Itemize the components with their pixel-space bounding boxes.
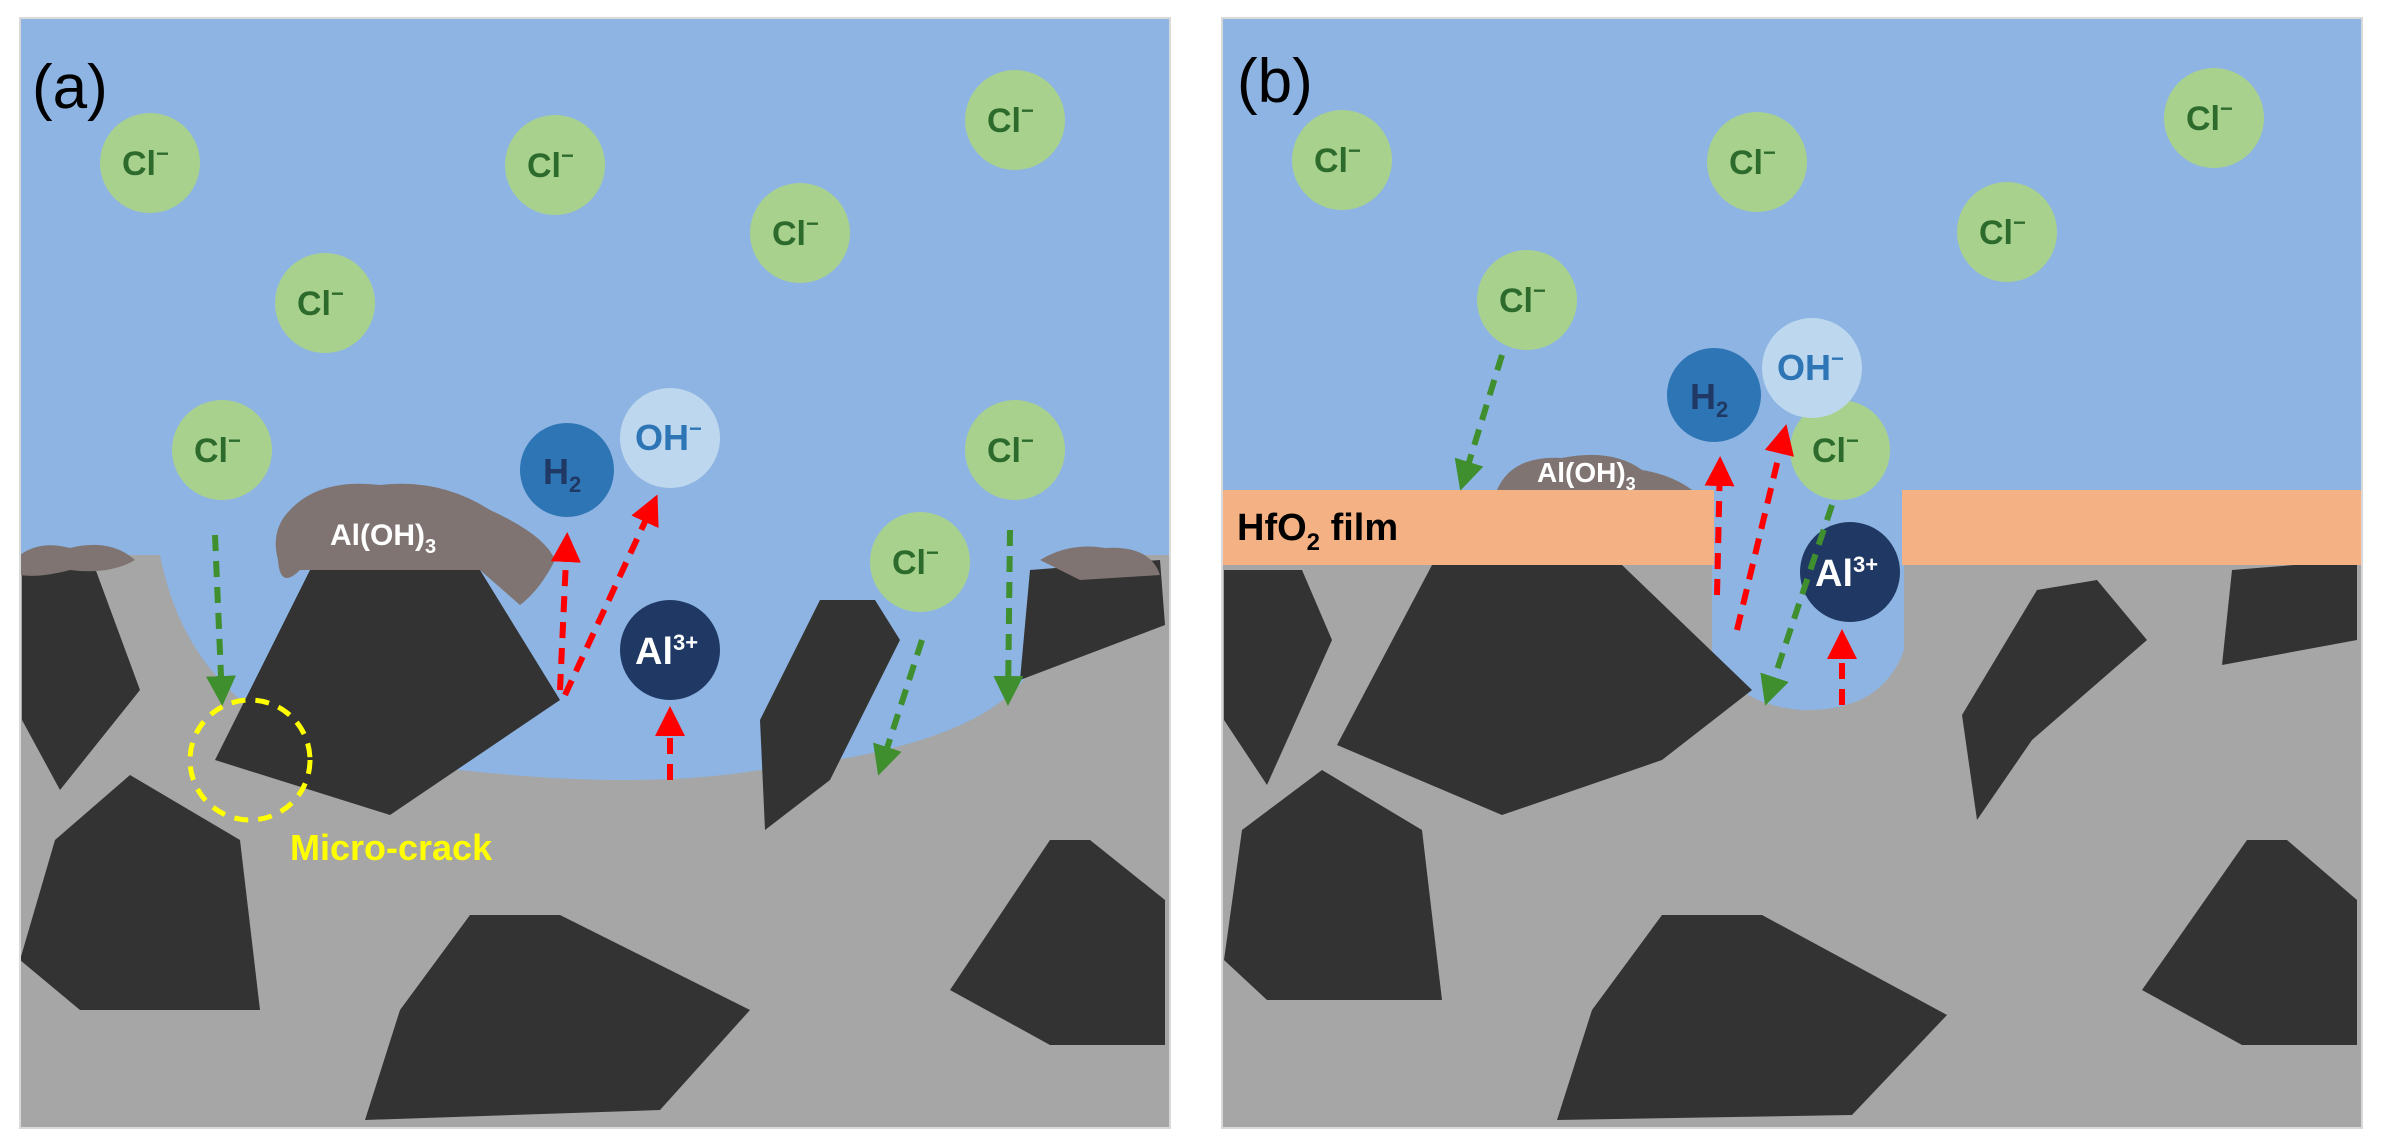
chloride-ion: Cl− [870, 512, 970, 612]
corrosion-products [20, 483, 1160, 605]
svg-text:OH−: OH− [635, 416, 702, 458]
panel-frame [19, 17, 1171, 1129]
hydrogen-molecule: H2 [520, 423, 614, 517]
red-arrow [562, 494, 659, 697]
particle [20, 775, 260, 1010]
svg-text:Cl−: Cl− [1812, 428, 1859, 470]
svg-text:Cl−: Cl− [987, 428, 1034, 470]
panel-a-diagram: Al(OH)3 Micro-crack (a) Cl− Cl− Cl− Cl− … [19, 17, 1171, 1129]
chloride-ion: Cl− [2164, 68, 2264, 168]
green-arrows [205, 529, 1024, 776]
particle [1337, 565, 1752, 815]
particle [1224, 570, 1332, 785]
particle [22, 568, 140, 790]
chloride-ion: Cl− [1477, 250, 1577, 350]
svg-text:Cl−: Cl− [1979, 210, 2026, 252]
green-arrow [1454, 354, 1505, 491]
svg-text:Cl−: Cl− [1729, 140, 1776, 182]
corrosion-deposit [1497, 454, 1692, 490]
chloride-ion: Cl− [1957, 182, 2057, 282]
svg-text:H2: H2 [543, 451, 581, 497]
svg-text:Al3+: Al3+ [635, 630, 698, 673]
reinforcement-particles [1224, 560, 2357, 1120]
film-segment [1222, 490, 1714, 565]
particle [1020, 560, 1165, 680]
panel-b-diagram: HfO2 film Al(OH)3 (b) Cl− Cl− Cl− Cl− Cl… [1221, 17, 2363, 1129]
red-arrow [1734, 424, 1794, 631]
particle [1557, 915, 1947, 1120]
red-arrows [550, 494, 685, 780]
chloride-ion: Cl− [275, 253, 375, 353]
corrosion-product-label: Al(OH)3 [330, 519, 436, 558]
aluminum-ion: Al3+ [1800, 522, 1900, 622]
metal-matrix [20, 555, 1170, 1128]
svg-text:Cl−: Cl− [527, 143, 574, 185]
svg-text:Cl−: Cl− [1499, 278, 1546, 320]
corrosion-deposit [275, 483, 555, 605]
chloride-ion: Cl− [750, 183, 850, 283]
micro-crack-label: Micro-crack [290, 827, 493, 868]
green-arrows [1454, 354, 1835, 706]
chloride-ion: Cl− [965, 70, 1065, 170]
chloride-ion: Cl− [1707, 112, 1807, 212]
green-arrow [1760, 504, 1835, 706]
red-arrow [1704, 456, 1735, 596]
svg-text:Cl−: Cl− [987, 98, 1034, 140]
red-arrows [1704, 424, 1857, 705]
aluminum-ion: Al3+ [620, 600, 720, 700]
green-arrow [205, 534, 236, 706]
chloride-ion: Cl− [965, 400, 1065, 500]
particle [365, 915, 750, 1120]
svg-text:Cl−: Cl− [772, 211, 819, 253]
svg-text:Cl−: Cl− [1314, 138, 1361, 180]
svg-text:Al3+: Al3+ [1815, 552, 1878, 595]
film-segment [1902, 490, 2362, 565]
svg-text:Cl−: Cl− [2186, 96, 2233, 138]
svg-text:Cl−: Cl− [297, 281, 344, 323]
svg-text:Cl−: Cl− [122, 141, 169, 183]
svg-text:OH−: OH− [1777, 346, 1844, 388]
svg-text:Cl−: Cl− [194, 428, 241, 470]
particle [760, 600, 900, 830]
corrosion-product-label: Al(OH)3 [1537, 457, 1636, 494]
particle [1962, 580, 2147, 820]
particle [2142, 840, 2357, 1045]
panel-label: (b) [1237, 47, 1313, 116]
panel-frame [1221, 17, 2363, 1129]
panel-b: HfO2 film Al(OH)3 (b) Cl− Cl− Cl− Cl− Cl… [1192, 0, 2372, 1140]
particle [1224, 770, 1442, 1000]
chloride-ions: Cl− Cl− Cl− Cl− Cl− Cl− [1292, 68, 2264, 500]
chloride-ion: Cl− [100, 113, 200, 213]
particle [2222, 560, 2357, 665]
particle [950, 840, 1165, 1045]
reinforcement-particles [20, 560, 1165, 1120]
hydrogen-molecule: H2 [1667, 348, 1761, 442]
hydroxide-ion: OH− [1762, 318, 1862, 418]
chloride-ion: Cl− [1292, 110, 1392, 210]
svg-text:Cl−: Cl− [892, 540, 939, 582]
particle [215, 570, 560, 815]
green-arrow [873, 639, 925, 776]
chloride-ions: Cl− Cl− Cl− Cl− Cl− Cl− Cl− Cl− [100, 70, 1065, 612]
corrosion-deposit [20, 544, 135, 576]
hfo2-film [1222, 490, 2362, 565]
chloride-ion: Cl− [172, 400, 272, 500]
svg-text:H2: H2 [1690, 376, 1728, 422]
corrosion-deposit [1040, 546, 1160, 580]
panel-a: Al(OH)3 Micro-crack (a) Cl− Cl− Cl− Cl− … [0, 0, 1180, 1140]
micro-crack-marker [187, 697, 313, 823]
hydroxide-ion: OH− [620, 388, 720, 488]
green-arrow [993, 529, 1024, 706]
chloride-ion: Cl− [505, 115, 605, 215]
panel-label: (a) [32, 53, 108, 122]
film-label: HfO2 film [1237, 507, 1398, 556]
chloride-ion: Cl− [1790, 400, 1890, 500]
